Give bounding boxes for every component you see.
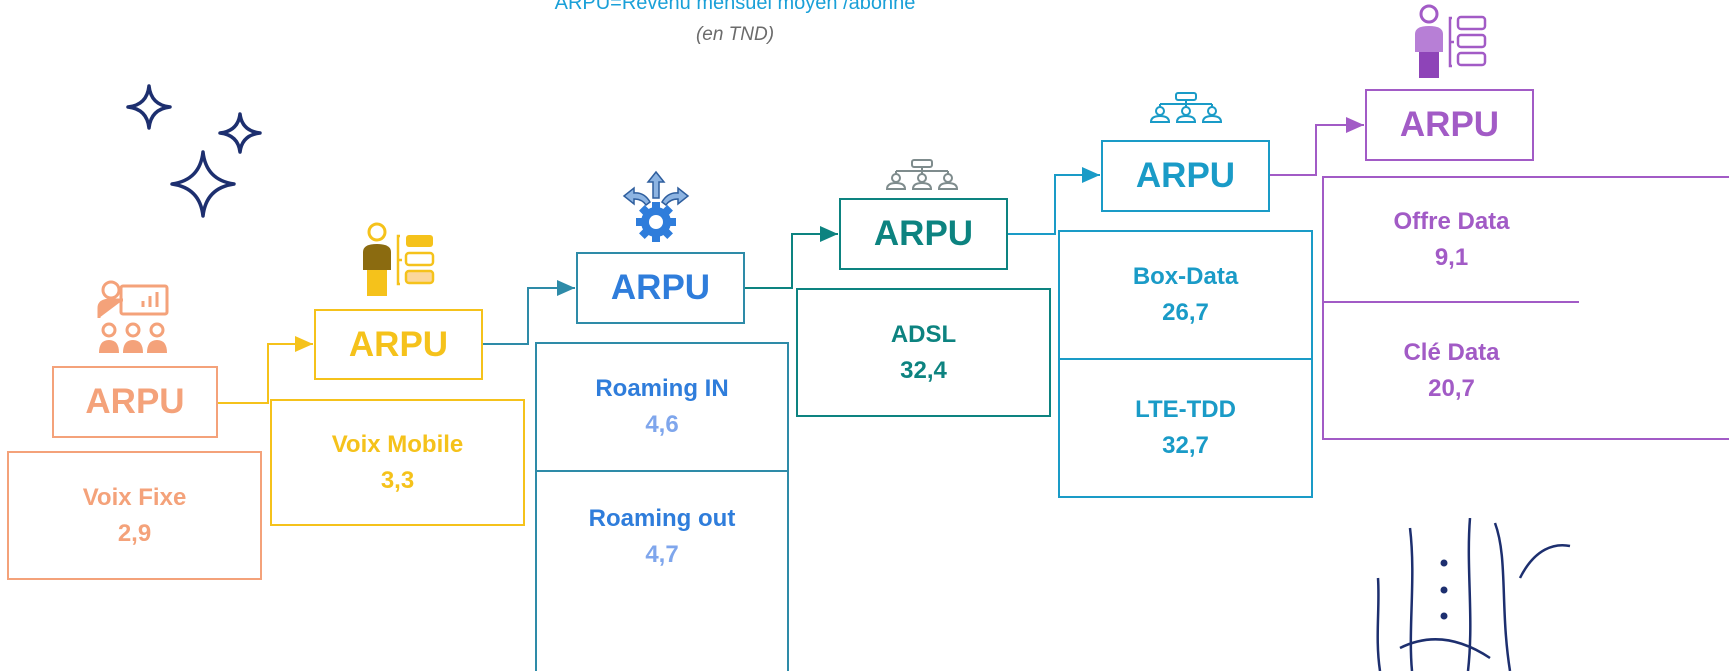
arpu-header-voix-fixe: ARPU <box>52 366 218 438</box>
segment-value: 4,6 <box>645 411 679 438</box>
segment-cell-offre-data: Offre Data 9,1 <box>1324 178 1579 303</box>
segment-box-adsl: ADSL 32,4 <box>796 288 1051 417</box>
arpu-header-voix-mobile: ARPU <box>314 309 483 380</box>
arpu-header-data: ARPU <box>1365 89 1534 161</box>
connector-arrow <box>1270 117 1364 176</box>
arpu-header-adsl: ARPU <box>839 198 1008 270</box>
segment-box-roaming: Roaming IN 4,6 Roaming out 4,7 <box>535 342 789 671</box>
segment-value: 20,7 <box>1428 374 1475 402</box>
segment-cell-cle-data: Clé Data 20,7 <box>1324 303 1579 438</box>
page-title: ARPU=Revenu mensuel moyen /abonné <box>554 0 916 14</box>
segment-value: 32,4 <box>900 356 947 384</box>
segment-value: 26,7 <box>1162 299 1209 326</box>
network-people-icon <box>1149 92 1223 123</box>
sparkle-icon <box>170 150 236 218</box>
arpu-header-box-lte: ARPU <box>1101 140 1270 212</box>
segment-value: 32,7 <box>1162 432 1209 459</box>
segment-label: Voix Fixe <box>82 483 187 511</box>
segment-box-box-lte: Box-Data 26,7 LTE-TDD 32,7 <box>1058 230 1313 498</box>
segment-value: 4,7 <box>645 541 679 568</box>
segment-cell-lte-tdd: LTE-TDD 32,7 <box>1060 360 1311 496</box>
segment-label: Roaming IN <box>595 375 729 402</box>
network-people-icon <box>885 159 959 190</box>
segment-label: Clé Data <box>1403 338 1500 366</box>
segment-label: LTE-TDD <box>1135 396 1236 423</box>
segment-cell-roaming-out: Roaming out 4,7 <box>537 472 787 602</box>
sparkle-icon <box>218 112 262 154</box>
segment-label: Voix Mobile <box>331 430 464 458</box>
connector-arrow <box>745 226 838 289</box>
segment-label: Offre Data <box>1393 207 1510 235</box>
segment-label: Roaming out <box>588 505 736 532</box>
segment-cell-box-data: Box-Data 26,7 <box>1060 232 1311 360</box>
person-list-icon <box>363 222 435 296</box>
sketch-decoration <box>1376 518 1571 671</box>
segment-value: 3,3 <box>380 466 415 494</box>
sparkle-icon <box>126 84 172 130</box>
segment-label: ADSL <box>890 320 957 348</box>
page-subtitle: (en TND) <box>695 24 775 45</box>
sparkle-stars-decoration <box>126 84 262 218</box>
segment-value: 9,1 <box>1434 243 1469 271</box>
segment-value: 2,9 <box>117 519 152 547</box>
segment-box-voix-mobile: Voix Mobile 3,3 <box>270 399 525 526</box>
connector-arrow <box>1008 167 1100 235</box>
segment-cell-roaming-in: Roaming IN 4,6 <box>537 344 787 472</box>
segment-box-voix-fixe: Voix Fixe 2,9 <box>7 451 262 580</box>
segment-label: Box-Data <box>1132 263 1239 290</box>
presentation-audience-icon <box>97 280 169 353</box>
person-list-icon <box>1415 4 1487 78</box>
arpu-header-roaming: ARPU <box>576 252 745 324</box>
connector-arrow <box>483 280 575 345</box>
gear-arrows-icon <box>622 170 690 242</box>
connector-arrow <box>217 336 313 404</box>
segment-box-data: Offre Data 9,1 Clé Data 20,7 <box>1322 176 1729 440</box>
